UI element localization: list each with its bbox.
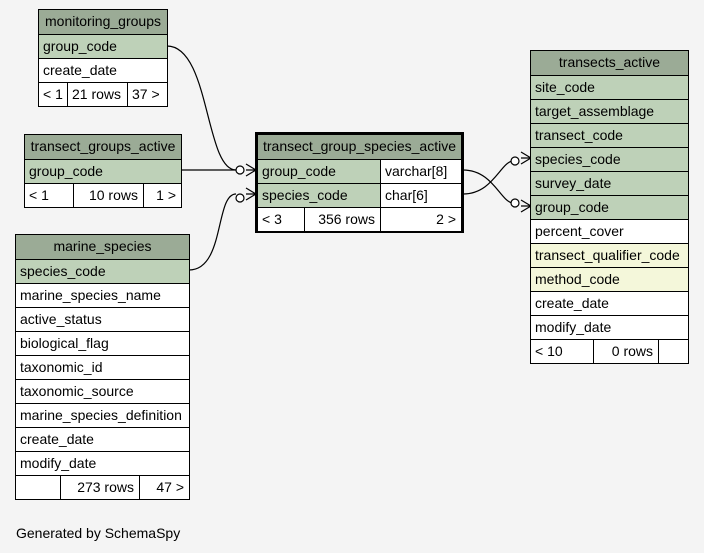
column-site-code: site_code: [531, 75, 688, 99]
table-header: transect_groups_active: [25, 135, 181, 159]
column-group-code: group_code: [531, 195, 688, 219]
column-transect-qualifier-code: transect_qualifier_code: [531, 243, 688, 267]
column-species-code: species_code: [531, 147, 688, 171]
column-transect-code: transect_code: [531, 123, 688, 147]
edge-monitoring-groups: [166, 45, 237, 171]
column-modify-date: modify_date: [531, 315, 688, 339]
table-marine-species[interactable]: marine_species species_code marine_speci…: [15, 234, 190, 500]
column-create-date: create_date: [16, 427, 189, 451]
table-monitoring-groups[interactable]: monitoring_groups group_code create_date…: [38, 9, 168, 107]
table-header: transects_active: [531, 51, 688, 75]
generated-by-label: Generated by SchemaSpy: [16, 525, 181, 541]
column-biological-flag: biological_flag: [16, 331, 189, 355]
table-footer: < 1 21 rows 37 >: [39, 82, 167, 106]
column-create-date: create_date: [531, 291, 688, 315]
column-group-code: group_code varchar[8]: [258, 159, 461, 183]
edge-transects-species: [462, 160, 513, 195]
table-footer: 273 rows 47 >: [16, 475, 189, 499]
column-group-code: group_code: [39, 34, 167, 58]
column-marine-species-definition: marine_species_definition: [16, 403, 189, 427]
table-footer: < 10 0 rows: [531, 339, 688, 363]
column-group-code: group_code: [25, 159, 181, 183]
column-marine-species-name: marine_species_name: [16, 283, 189, 307]
column-modify-date: modify_date: [16, 451, 189, 475]
column-survey-date: survey_date: [531, 171, 688, 195]
table-header: monitoring_groups: [39, 10, 167, 34]
column-taxonomic-id: taxonomic_id: [16, 355, 189, 379]
column-target-assemblage: target_assemblage: [531, 99, 688, 123]
table-footer: < 3 356 rows 2 >: [258, 207, 461, 231]
table-header: transect_group_species_active: [258, 135, 461, 159]
column-create-date: create_date: [39, 58, 167, 82]
table-transects-active[interactable]: transects_active site_code target_assemb…: [530, 50, 689, 364]
column-taxonomic-source: taxonomic_source: [16, 379, 189, 403]
column-percent-cover: percent_cover: [531, 219, 688, 243]
table-footer: < 1 10 rows 1 >: [25, 183, 181, 207]
table-transect-group-species-active[interactable]: transect_group_species_active group_code…: [255, 132, 464, 233]
edge-marine-species: [188, 193, 237, 271]
edge-transects-group: [462, 169, 513, 204]
table-header: marine_species: [16, 235, 189, 259]
table-transect-groups-active[interactable]: transect_groups_active group_code < 1 10…: [24, 134, 182, 208]
column-species-code: species_code: [16, 259, 189, 283]
column-active-status: active_status: [16, 307, 189, 331]
column-species-code: species_code char[6]: [258, 183, 461, 207]
column-method-code: method_code: [531, 267, 688, 291]
